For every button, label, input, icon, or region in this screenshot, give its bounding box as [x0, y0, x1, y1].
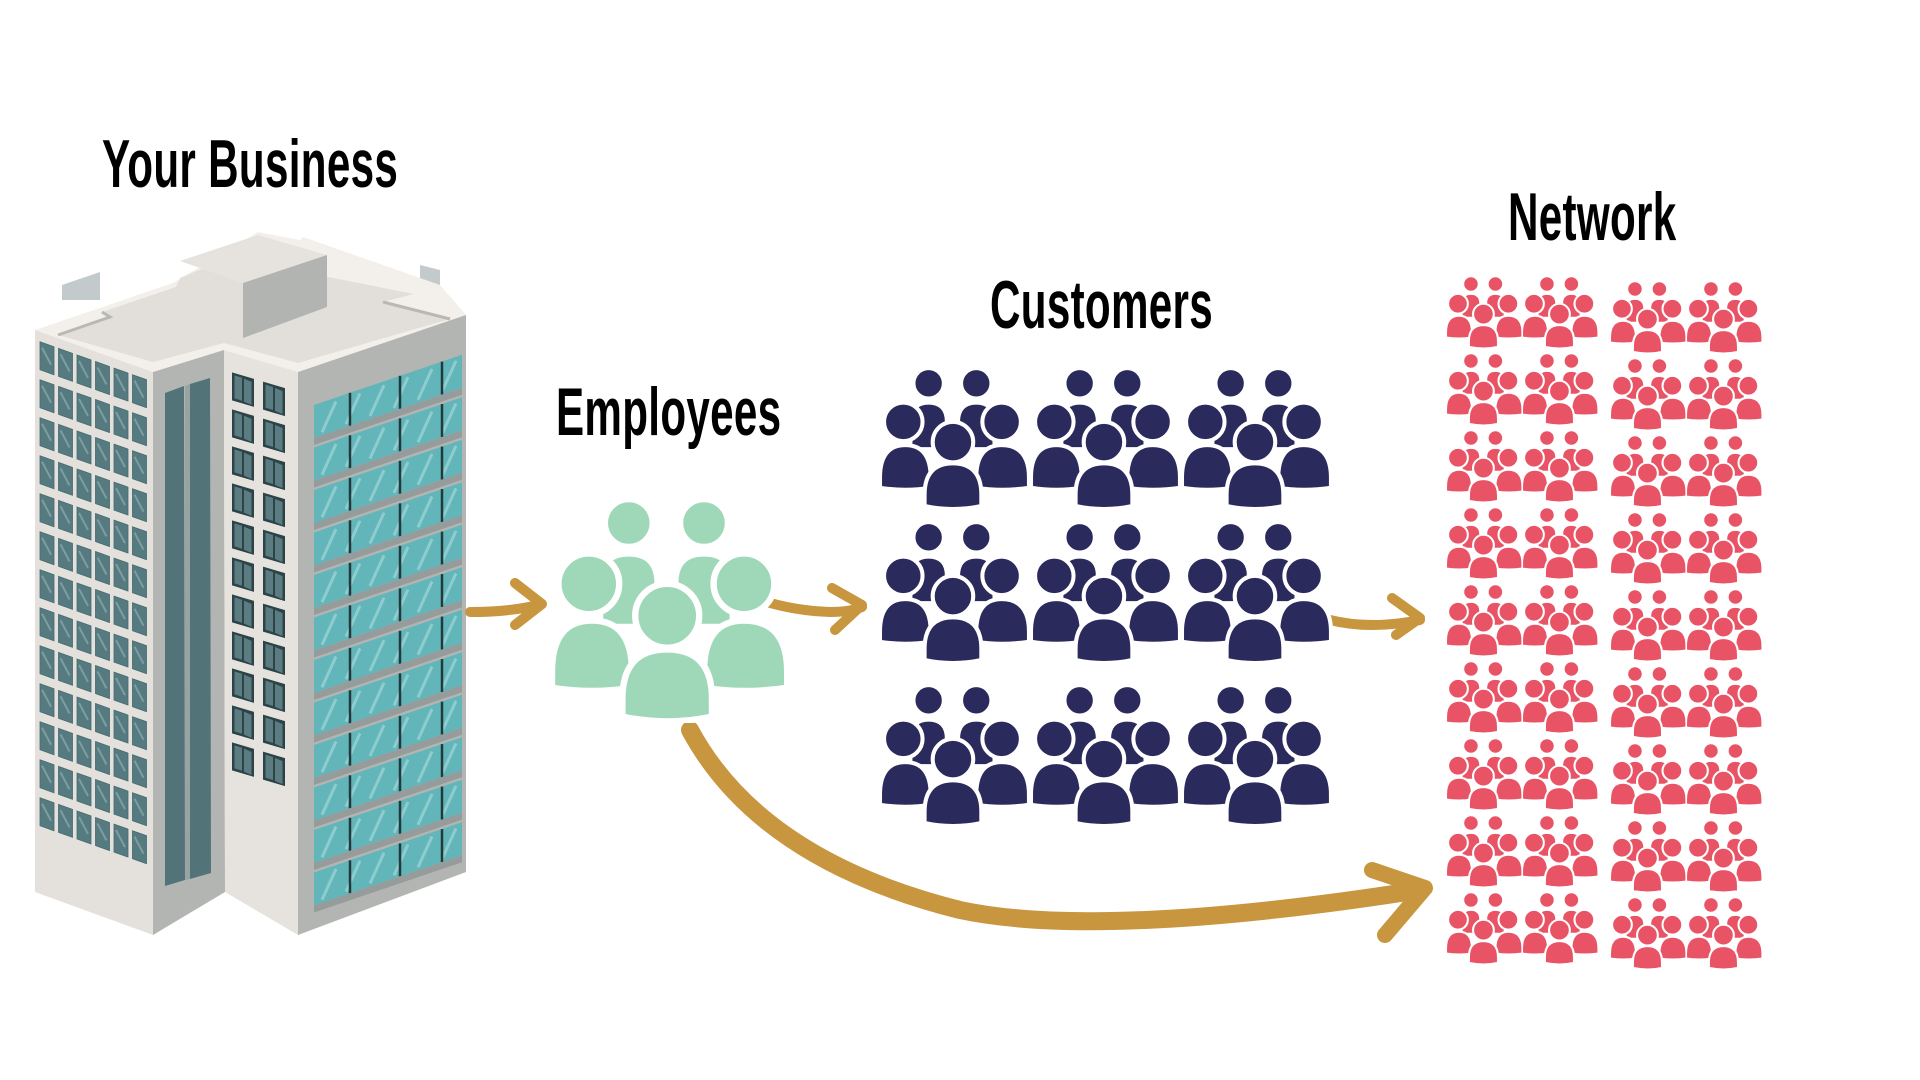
people-group-icon	[1031, 685, 1180, 826]
office-building-icon	[35, 232, 466, 935]
people-group-icon	[1182, 685, 1331, 826]
people-group-icon	[1610, 819, 1688, 893]
arrow-employees-to-network	[681, 721, 1433, 943]
people-group-icon	[880, 522, 1029, 663]
people-group-icon	[1446, 891, 1524, 965]
right-facade-glass	[314, 354, 462, 913]
people-group-icon	[1686, 511, 1764, 585]
left-facade-windows	[39, 341, 147, 865]
people-group-icon	[1686, 665, 1764, 739]
people-group-icon	[1610, 896, 1688, 970]
employees-label: Employees	[556, 374, 782, 450]
people-group-icon	[1610, 357, 1688, 431]
flow-arrows	[465, 578, 1433, 943]
people-group-icon	[1446, 737, 1524, 811]
people-group-icon	[1686, 896, 1764, 970]
customers-people-grid	[880, 368, 1331, 826]
people-group-icon	[1610, 511, 1688, 585]
middle-facade-windows	[232, 372, 285, 787]
people-group-icon	[1522, 814, 1600, 888]
people-group-icon	[1522, 660, 1600, 734]
people-group-icon	[1686, 357, 1764, 431]
people-group-icon	[1610, 665, 1688, 739]
people-group-icon	[1610, 742, 1688, 816]
people-group-icon	[1446, 583, 1524, 657]
network-label: Network	[1508, 179, 1677, 255]
people-group-icon	[1182, 368, 1331, 509]
employees-people-icon	[552, 499, 787, 721]
people-group-icon	[1522, 891, 1600, 965]
people-group-icon	[1522, 275, 1600, 349]
people-group-icon	[880, 368, 1029, 509]
people-group-icon	[1610, 434, 1688, 508]
arrow-business-to-employees	[465, 578, 547, 630]
people-group-icon	[880, 685, 1029, 826]
people-group-icon	[1182, 522, 1331, 663]
people-group-icon	[1446, 506, 1524, 580]
people-group-icon	[1522, 352, 1600, 426]
people-group-icon	[1446, 660, 1524, 734]
people-group-icon	[1686, 819, 1764, 893]
network-people-grid	[1446, 275, 1764, 970]
people-group-icon	[1610, 588, 1688, 662]
people-group-icon	[552, 499, 787, 721]
people-group-icon	[1446, 275, 1524, 349]
people-group-icon	[1610, 280, 1688, 354]
your-business-label: Your Business	[102, 126, 399, 202]
people-group-icon	[1446, 429, 1524, 503]
people-group-icon	[1686, 434, 1764, 508]
people-group-icon	[1686, 280, 1764, 354]
people-group-icon	[1522, 583, 1600, 657]
customers-label: Customers	[990, 267, 1214, 343]
people-group-icon	[1522, 737, 1600, 811]
arrow-customers-to-network	[1325, 593, 1425, 640]
people-group-icon	[1446, 352, 1524, 426]
people-group-icon	[1686, 588, 1764, 662]
people-group-icon	[1522, 506, 1600, 580]
people-group-icon	[1031, 522, 1180, 663]
people-group-icon	[1522, 429, 1600, 503]
people-group-icon	[1031, 368, 1180, 509]
people-group-icon	[1446, 814, 1524, 888]
people-group-icon	[1686, 742, 1764, 816]
